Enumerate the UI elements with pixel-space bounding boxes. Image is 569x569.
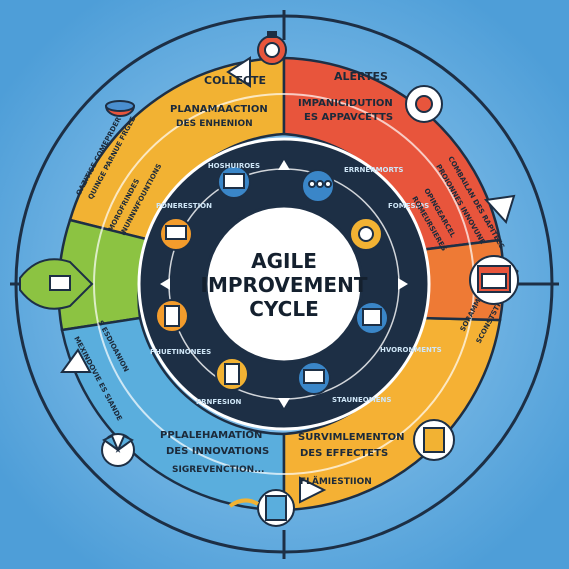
arrow-right: [483, 194, 516, 224]
checklist-icon: [215, 357, 249, 391]
label-planning-1: PLANAMAACTION: [170, 104, 268, 115]
arrow-bottom: [299, 476, 327, 504]
label-planning-2: DES ENHENION: [176, 119, 253, 129]
arrow-top: [226, 56, 251, 88]
label-deploy-3: SIGREVENCTION...: [172, 465, 264, 475]
label-impl-1: IMPANICIDUTION: [298, 98, 393, 109]
inner-label-4: FOMESIOS: [388, 202, 429, 210]
gear-icon: [349, 217, 383, 251]
fan-icon: [101, 433, 135, 467]
center-circle: [204, 204, 364, 364]
inner-label-3: PDNERESTION: [156, 202, 212, 210]
inner-icons: [155, 165, 389, 395]
browser-window-icon: [469, 255, 519, 305]
inner-label-6: HVORONMENTS: [380, 346, 442, 354]
label-deploy-1: PPLALEHAMATION: [160, 430, 262, 441]
inner-label-2: ERRNERMORTS: [344, 166, 403, 174]
label-impl-2: ES APPAVCETTS: [304, 112, 393, 123]
label-collecte: COLLECTE: [204, 74, 266, 87]
team-icon: [301, 169, 335, 203]
band-arrows: [60, 56, 516, 504]
dashboard-icon: [405, 85, 443, 123]
chat-bubble-icon: [19, 258, 94, 310]
document-icon: [228, 489, 295, 527]
clipboard-icon: [413, 419, 455, 461]
center-title-line1: AGILE: [251, 249, 317, 273]
monitor-icon: [297, 361, 331, 395]
label-alertes: ALERTES: [334, 70, 388, 83]
segment-band: [57, 56, 505, 512]
label-survey-2: DES EFFECTETS: [300, 448, 388, 459]
stopwatch-icon: [257, 31, 287, 65]
inner-label-1: HOSHUIROES: [208, 162, 260, 170]
inner-label-7: PRNFESION: [196, 398, 242, 406]
inner-label-8: STAUNEOMENS: [332, 396, 391, 404]
label-survey-3: FLÄMIESTIION: [300, 476, 372, 487]
document-icon: [155, 299, 189, 333]
center-title-line3: CYCLE: [249, 297, 319, 321]
arrow-left: [60, 348, 92, 373]
label-deploy-2: DES INNOVATIONS: [166, 446, 269, 457]
papers-icon: [355, 301, 389, 335]
inner-arrows: [160, 160, 408, 408]
center-title-line2: IMPROVEMENT: [201, 273, 368, 297]
outer-icons: [19, 31, 519, 527]
presentation-board-icon: [217, 165, 251, 199]
laptop-chart-icon: [159, 217, 193, 251]
inner-label-5: PHUETINONEES: [150, 348, 211, 356]
label-survey-1: SURVIMLEMENTON: [298, 432, 404, 443]
pie-chart-icon: [104, 100, 136, 117]
